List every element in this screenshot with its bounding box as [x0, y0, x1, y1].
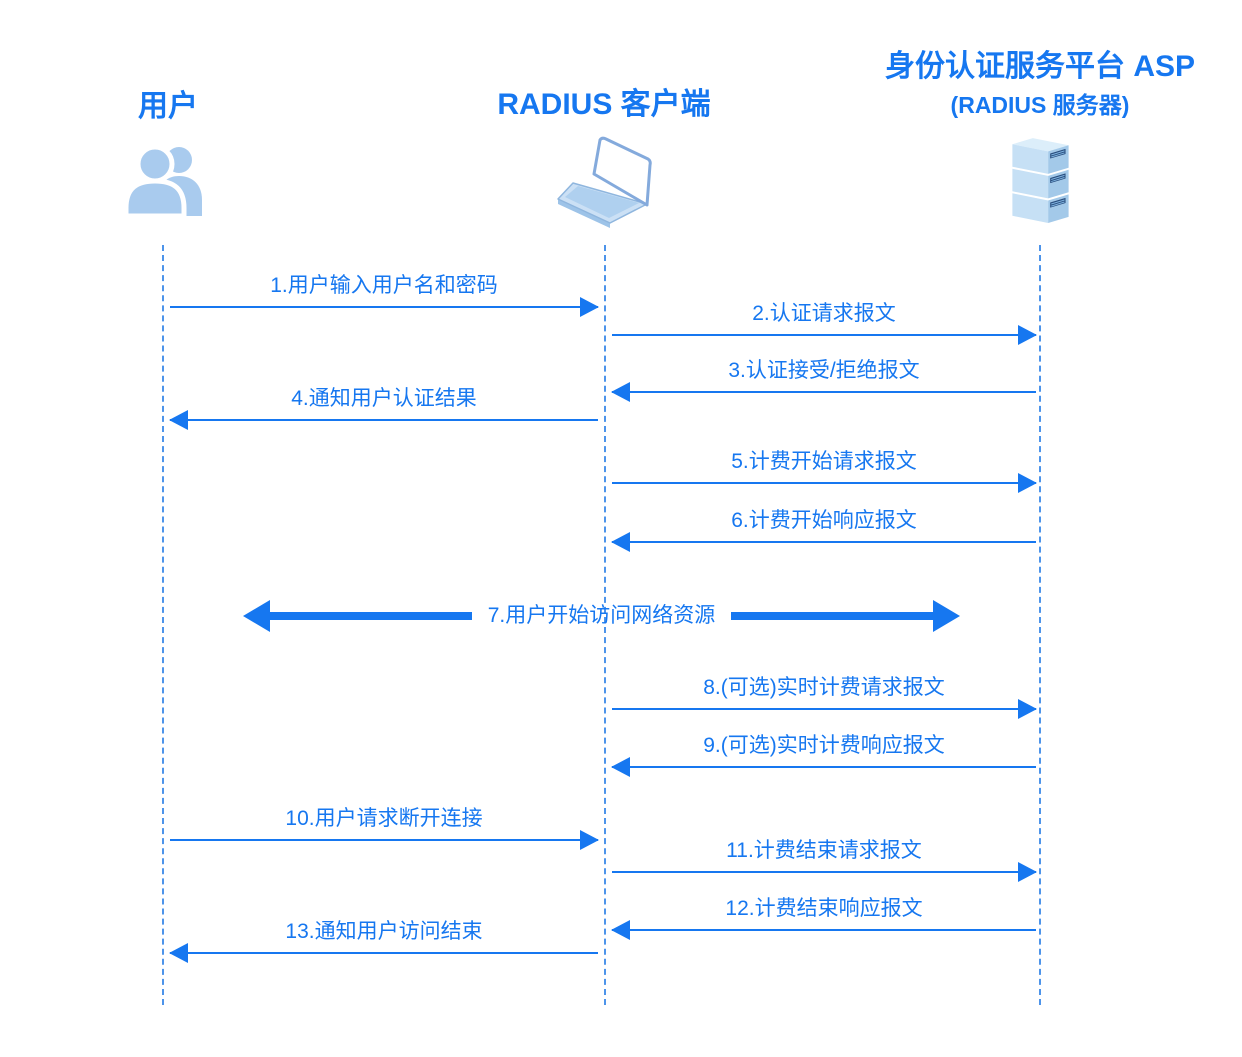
- message-11-label: 11.计费结束请求报文: [726, 839, 922, 862]
- users-icon: [122, 146, 208, 216]
- arrow-right-icon: [612, 862, 1037, 882]
- message-1: 1.用户输入用户名和密码: [170, 272, 599, 317]
- message-6-label: 6.计费开始响应报文: [731, 509, 917, 532]
- arrow-right-icon: [170, 830, 599, 850]
- arrow-right-icon: [612, 473, 1037, 493]
- actor-asp-server-title-text: 身份认证服务平台 ASP: [884, 50, 1196, 83]
- message-12: 12.计费结束响应报文: [611, 895, 1036, 940]
- message-10-label: 10.用户请求断开连接: [285, 807, 483, 830]
- message-11: 11.计费结束请求报文: [612, 837, 1037, 882]
- message-4-label: 4.通知用户认证结果: [291, 387, 477, 410]
- message-7: 7.用户开始访问网络资源: [243, 599, 961, 633]
- message-5: 5.计费开始请求报文: [612, 448, 1037, 493]
- arrow-left-icon: [169, 410, 598, 430]
- message-13-label: 13.通知用户访问结束: [285, 920, 483, 943]
- message-1-label: 1.用户输入用户名和密码: [270, 274, 498, 297]
- message-4: 4.通知用户认证结果: [169, 385, 598, 430]
- arrow-left-icon: [611, 757, 1036, 777]
- arrow-left-icon: [169, 943, 598, 963]
- message-2: 2.认证请求报文: [612, 300, 1037, 345]
- actor-user-title: 用户: [138, 90, 198, 123]
- lifeline-asp-server: [1039, 245, 1041, 1005]
- message-2-label: 2.认证请求报文: [752, 302, 896, 325]
- message-6: 6.计费开始响应报文: [611, 507, 1036, 552]
- actor-radius-client-title: RADIUS 客户端: [497, 88, 711, 121]
- arrow-left-icon: [243, 600, 270, 632]
- laptop-icon: [556, 136, 652, 228]
- actor-asp-server-subtitle: (RADIUS 服务器): [950, 91, 1130, 118]
- lifeline-user: [162, 245, 164, 1005]
- message-8: 8.(可选)实时计费请求报文: [612, 674, 1037, 719]
- actor-asp-server-title: 身份认证服务平台 ASP (RADIUS 服务器): [865, 48, 1215, 119]
- message-3-label: 3.认证接受/拒绝报文: [728, 359, 920, 382]
- message-7-label: 7.用户开始访问网络资源: [487, 604, 716, 627]
- message-10: 10.用户请求断开连接: [170, 805, 599, 850]
- server-icon: [1011, 133, 1071, 225]
- message-9: 9.(可选)实时计费响应报文: [611, 732, 1036, 777]
- message-9-label: 9.(可选)实时计费响应报文: [703, 734, 945, 757]
- arrow-left-icon: [611, 382, 1036, 402]
- arrow-right-icon: [933, 600, 961, 632]
- message-12-label: 12.计费结束响应报文: [725, 897, 923, 920]
- message-3: 3.认证接受/拒绝报文: [611, 357, 1036, 402]
- arrow-right-icon: [612, 699, 1037, 719]
- arrow-right-icon: [170, 297, 599, 317]
- message-8-label: 8.(可选)实时计费请求报文: [703, 676, 945, 699]
- arrow-left-icon: [611, 532, 1036, 552]
- message-5-label: 5.计费开始请求报文: [731, 450, 917, 473]
- lifeline-radius-client: [604, 245, 606, 1005]
- arrow-left-icon: [611, 920, 1036, 940]
- arrow-right-icon: [612, 325, 1037, 345]
- message-13: 13.通知用户访问结束: [169, 918, 598, 963]
